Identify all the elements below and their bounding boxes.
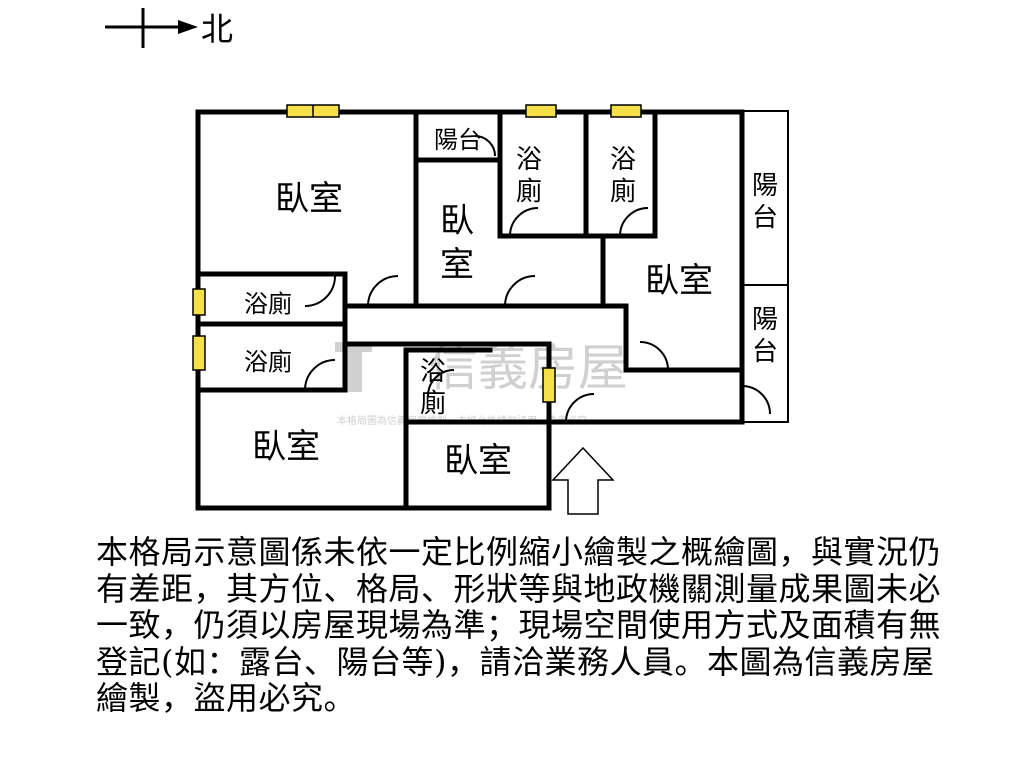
windows [192, 104, 642, 403]
door-arc [304, 359, 336, 391]
window [192, 335, 206, 371]
watermark-logo-icon [335, 342, 372, 392]
room-label-balcony-east-upper: 陽台 [752, 171, 778, 233]
window [610, 104, 642, 118]
disclaimer-text: 本格局示意圖係未依一定比例縮小繪製之概繪圖，與實況仍有差距，其方位、格局、形狀等… [96, 533, 942, 717]
door-arc [639, 341, 669, 371]
room-label-bedroom-nw: 臥室 [275, 179, 343, 219]
door-arc [509, 207, 539, 237]
door-arc [741, 385, 771, 415]
window [525, 104, 557, 118]
door-arc [474, 135, 496, 157]
door-arc [427, 369, 455, 397]
room-label-bedroom-south: 臥室 [444, 441, 512, 481]
walls [195, 109, 745, 511]
doors [304, 135, 771, 423]
vertical-room-labels: 浴廁 浴廁 臥室 陽台 陽台 浴廁 [420, 145, 778, 419]
entrance-arrow-icon [551, 446, 615, 515]
north-label: 北 [201, 10, 233, 48]
window [542, 367, 556, 403]
room-label-balcony-small: 陽台 [434, 126, 482, 154]
room-label-bedroom-east: 臥室 [645, 261, 713, 301]
room-label-bath-top2: 浴廁 [610, 145, 636, 207]
room-label-bath-center: 浴廁 [420, 357, 446, 419]
door-arc [565, 393, 595, 423]
room-label-bath-top1: 浴廁 [516, 145, 542, 207]
door-arc [304, 275, 336, 307]
room-label-balcony-east-lower: 陽台 [752, 305, 778, 367]
room-label-bath-west-lower: 浴廁 [244, 348, 292, 376]
room-label-bedroom-center: 臥室 [440, 201, 474, 285]
room-labels: 臥室 陽台 浴廁 浴廁 臥室 臥室 臥室 [244, 126, 713, 481]
floor-plan: 北 信義房屋 本格局圖為信義房屋繪製，未經允許請勿盜用，違者必究 [105, 8, 789, 515]
door-arc [367, 275, 399, 307]
window [192, 288, 206, 316]
east-balcony-rail [742, 110, 789, 423]
door-arc [504, 275, 536, 307]
north-arrow: 北 [105, 8, 233, 48]
door-arc [619, 207, 649, 237]
room-label-bedroom-sw: 臥室 [252, 427, 320, 467]
room-label-bath-west-upper: 浴廁 [244, 290, 292, 318]
